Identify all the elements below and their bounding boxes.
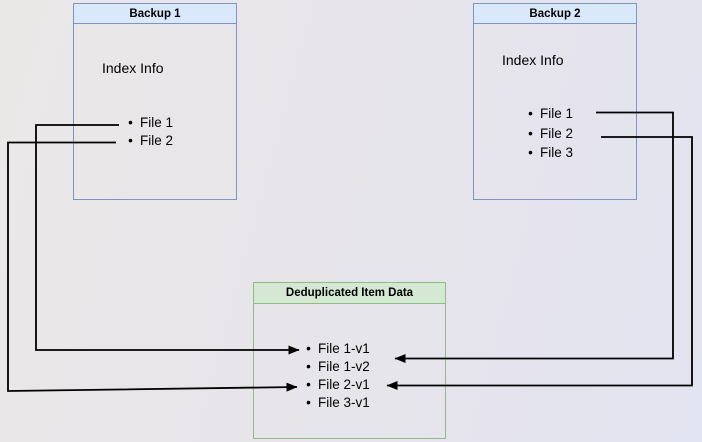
- dedup-item-file-1-v1: File 1-v1: [302, 340, 370, 358]
- backup2-box: Backup 2 Index Info File 1 File 2 File 3: [473, 3, 637, 200]
- backup2-item-file-3: File 3: [524, 143, 573, 163]
- dedup-item-file-1-v2: File 1-v2: [302, 358, 370, 376]
- backup1-title: Backup 1: [74, 4, 236, 24]
- dedup-box: Deduplicated Item Data File 1-v1 File 1-…: [253, 282, 446, 439]
- backup1-box: Backup 1 Index Info File 1 File 2: [73, 3, 237, 200]
- dedup-title: Deduplicated Item Data: [254, 283, 445, 304]
- backup1-file-list: File 1 File 2: [124, 114, 173, 150]
- backup2-index-info-label: Index Info: [502, 52, 564, 68]
- backup1-index-info-label: Index Info: [102, 60, 164, 76]
- backup1-item-file-2: File 2: [124, 132, 173, 150]
- backup2-file-list: File 1 File 2 File 3: [524, 104, 573, 163]
- backup2-item-file-2: File 2: [524, 124, 573, 144]
- backup1-item-file-1: File 1: [124, 114, 173, 132]
- backup2-title: Backup 2: [474, 4, 636, 24]
- dedup-file-list: File 1-v1 File 1-v2 File 2-v1 File 3-v1: [302, 340, 370, 412]
- backup2-item-file-1: File 1: [524, 104, 573, 124]
- dedup-item-file-2-v1: File 2-v1: [302, 376, 370, 394]
- dedup-item-file-3-v1: File 3-v1: [302, 394, 370, 412]
